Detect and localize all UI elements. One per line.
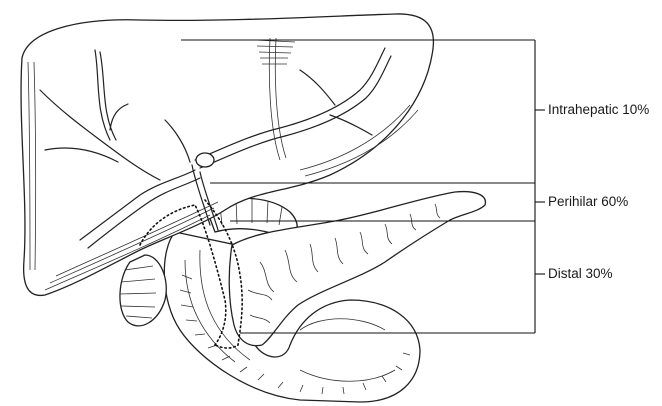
label-intrahepatic: Intrahepatic 10% <box>548 103 649 117</box>
label-distal: Distal 30% <box>548 267 613 281</box>
label-perihilar: Perihilar 60% <box>548 195 628 209</box>
